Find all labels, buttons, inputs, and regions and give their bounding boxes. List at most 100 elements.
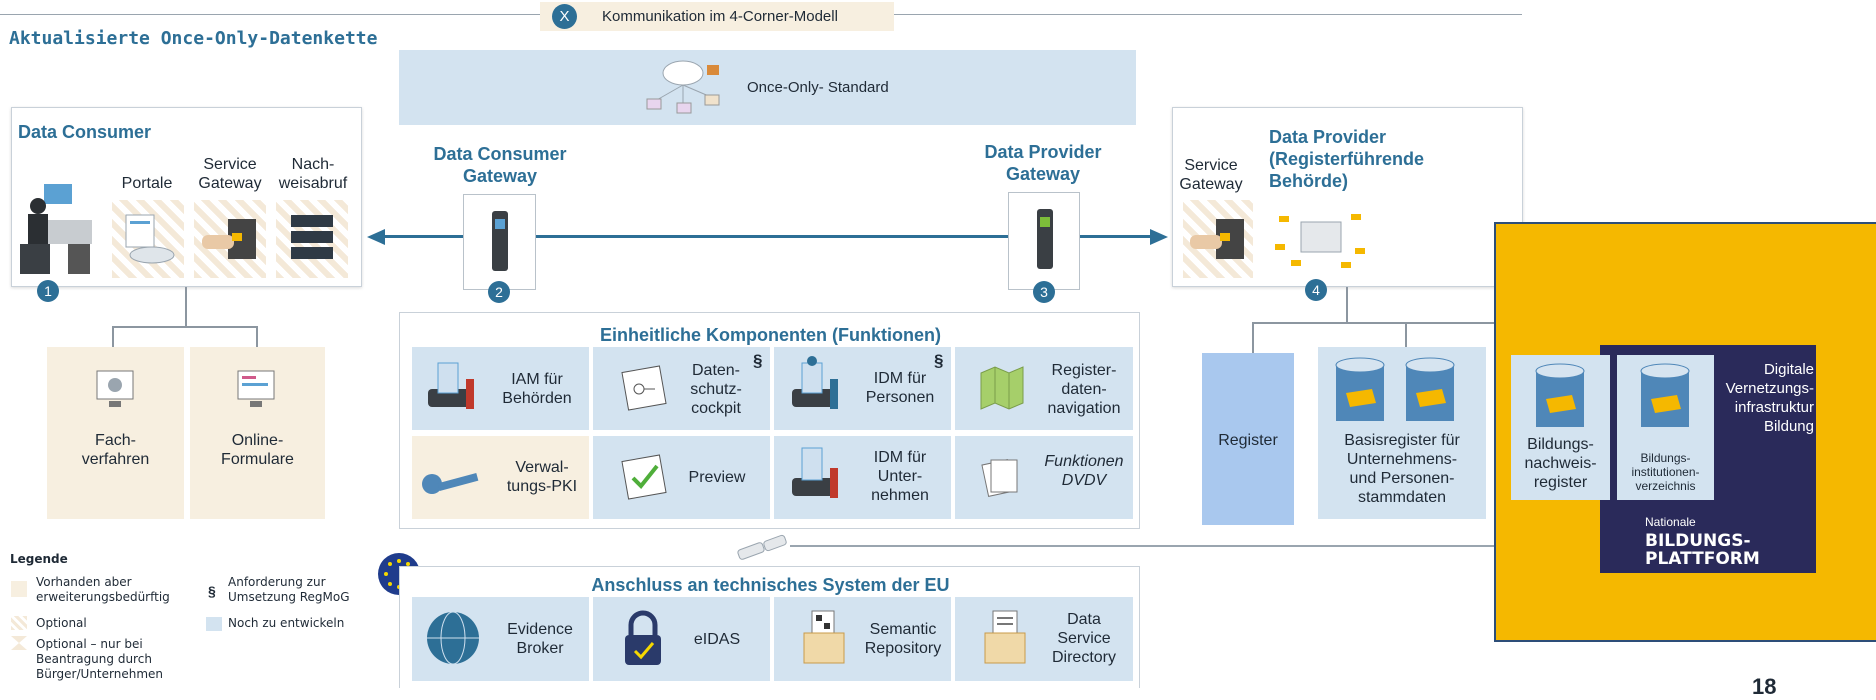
eu-title: Anschluss an technisches System der EU [591,575,950,595]
plug-icon [737,534,787,560]
provider-connector-m [1405,322,1407,358]
provider-gateway-box[interactable] [1008,192,1080,290]
legend-item: Optional [36,616,87,630]
database-folder-icon [1535,363,1585,427]
gateway-device-icon [1037,209,1053,269]
register-box[interactable]: Register [1202,353,1294,525]
cell-evidence-broker[interactable]: Evidence Broker [412,597,589,681]
page-title: Aktualisierte Once-Only-Datenkette [9,28,378,49]
header-tab[interactable]: X Kommunikation im 4-Corner-Modell [540,2,894,31]
iam-person-phone-icon [428,362,474,409]
step-2-badge: 2 [488,281,510,303]
gear-monitor-icon [96,370,134,407]
consumer-gateway-title: Data Consumer Gateway [433,144,567,186]
padlock-icon [625,610,661,665]
cell-label: IDM für Unter- nehmen [871,449,929,504]
cell-label: Funktionen DVDV [1044,453,1124,489]
step-3-badge: 3 [1033,281,1055,303]
cell-datenschutzcockpit[interactable]: Daten- schutz- cockpit § [593,347,770,430]
cell-label: Data Service Directory [1051,611,1116,666]
cell-registerdatennavigation[interactable]: Register- daten- navigation [955,347,1133,430]
basisregister-label: Basisregister für Unternehmens- und Pers… [1344,432,1460,506]
legend-item: Anforderung zur Umsetzung RegMoG [228,575,350,604]
consumer-gateway-box[interactable] [463,194,536,290]
bildungsnachweisregister-box[interactable]: Bildungs- nachweis- register [1511,355,1610,500]
legend-item: Optional – nur bei Beantragung durch Bür… [36,637,164,681]
bildungsinstitutionen-box[interactable]: Bildungs- institutionen- verzeichnis [1617,355,1714,500]
database-folder-icon [1335,357,1385,421]
portale-tile[interactable] [112,200,184,278]
cloud-network-icon [646,60,720,114]
cell-label: Verwal- tungs-PKI [506,459,578,495]
data-consumer-title: Data Consumer [18,122,152,142]
cell-label: IDM für Personen [865,370,935,406]
nachweisabruf-tile[interactable] [276,200,348,278]
online-formulare-box[interactable]: Online- Formulare [190,347,325,519]
col-portale: Portale [121,175,173,192]
cell-verwaltungs-pki[interactable]: Verwal- tungs-PKI [412,436,589,519]
document-folder-icon [984,610,1026,664]
cell-iam-behoerden[interactable]: IAM für Behörden [412,347,589,430]
globe-network-icon [427,611,479,665]
nationale-label: Nationale [1645,515,1696,529]
register-label: Register [1218,432,1278,449]
legend-swatch-blue [206,617,222,631]
header-badge: X [552,4,577,29]
fachverfahren-label: Fach- verfahren [81,432,150,468]
hand-card-icon [202,219,256,259]
cell-idm-unternehmen[interactable]: IDM für Unter- nehmen [774,436,951,519]
once-only-label: Once-Only- Standard [747,79,889,96]
col-service-gateway: Service Gateway [198,156,262,192]
arrow-left-icon [367,229,385,245]
digitale-vernetzung-label: Digitale Vernetzungs- infrastruktur Bild… [1725,361,1814,435]
bildungsnachweisregister-label: Bildungs- nachweis- register [1524,436,1597,491]
idm-business-phone-icon [792,447,838,498]
qr-folder-icon [803,610,845,664]
step-4-badge: 4 [1305,279,1327,301]
service-gateway-tile[interactable] [194,200,266,278]
data-provider-title: Data Provider (Registerführende Behörde) [1269,127,1425,191]
map-icon [980,366,1024,410]
provider-connector-l [1252,322,1254,356]
online-formulare-label: Online- Formulare [221,432,294,468]
once-only-band: Once-Only- Standard [399,50,1136,125]
cell-funktionen-dvdv[interactable]: Funktionen DVDV [955,436,1133,519]
legend-hourglass-icon [11,636,27,650]
bildungsinstitutionen-label: Bildungs- institutionen- verzeichnis [1631,451,1700,493]
cell-data-service-directory[interactable]: Data Service Directory [955,597,1133,681]
cell-idm-personen[interactable]: IDM für Personen § [774,347,951,430]
consumer-connector-r [256,326,258,366]
cell-preview[interactable]: Preview [593,436,770,519]
legend-title: Legende [10,552,68,566]
legend-para-mark: § [208,583,216,599]
database-folder-icon [1640,363,1690,427]
cell-label: eIDAS [693,631,741,648]
provider-service-gateway-tile[interactable] [1183,200,1253,278]
header-tab-label: Kommunikation im 4-Corner-Modell [602,8,838,25]
legend-swatch-hatched [11,616,27,630]
basisregister-box[interactable]: Basisregister für Unternehmens- und Pers… [1318,347,1486,519]
cell-label: Evidence Broker [507,621,573,657]
provider-service-gateway-label: Service Gateway [1179,157,1243,193]
arrow-right-icon [1150,229,1168,245]
database-folder-icon [1405,357,1455,421]
legend-item: Noch zu entwickeln [228,616,345,630]
fachverfahren-box[interactable]: Fach- verfahren [47,347,184,519]
provider-gateway-title: Data Provider Gateway [984,142,1102,184]
legend-swatch-beige [11,581,27,597]
cell-label: Preview [688,469,746,486]
checkmark-screen-icon [621,454,667,500]
gateway-device-icon [492,211,508,271]
eu-connection-line [790,545,1522,547]
cell-semantic-repository[interactable]: Semantic Repository [774,597,951,681]
bildungsplattform-logo-text: BILDUNGS- PLATTFORM [1645,531,1760,569]
regmog-mark: § [934,351,944,370]
office-worker-icon [20,184,92,274]
portal-screen-icon [125,214,175,264]
document-fan-icon [981,459,1018,497]
cell-eidas[interactable]: eIDAS [593,597,770,681]
regmog-mark: § [753,351,763,370]
consumer-connector-l [112,326,114,366]
key-icon [422,472,479,494]
cell-label: Daten- schutz- cockpit [690,362,742,417]
